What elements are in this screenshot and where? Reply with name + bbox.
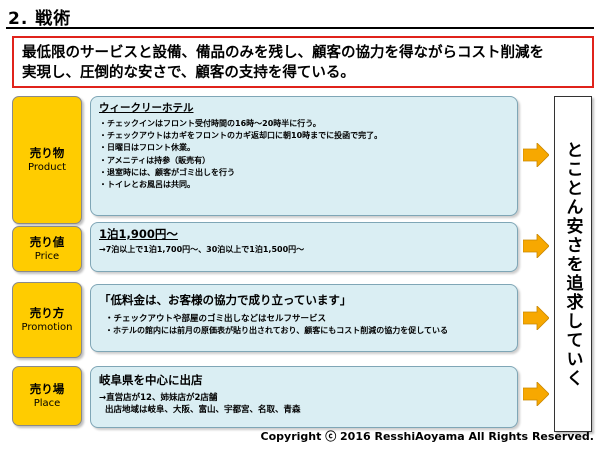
product-line-6: ・トイレとお風呂は共同。 — [99, 180, 195, 190]
label-product: 売り物 Product — [12, 96, 82, 224]
page-title: 2. 戦術 — [8, 9, 72, 29]
place-title: 岐阜県を中心に出店 — [99, 373, 203, 387]
label-promotion-jp: 売り方 — [29, 305, 65, 320]
summary-line-1: 最低限のサービスと設備、備品のみを残し、顧客の協力を得ながらコスト削減を — [22, 45, 544, 61]
conclusion-box: とことん安さを追求していく — [554, 96, 592, 432]
label-place-jp: 売り場 — [29, 381, 65, 396]
label-place: 売り場 Place — [12, 366, 82, 426]
summary-box: 最低限のサービスと設備、備品のみを残し、顧客の協力を得ながらコスト削減を 実現し… — [12, 36, 594, 88]
conclusion-text: とことん安さを追求していく — [562, 140, 583, 388]
content-product: ウィークリーホテル ・チェックインはフロント受付時間の16時～20時半に行う。 … — [90, 96, 518, 216]
arrow-right-icon — [523, 382, 549, 406]
product-line-2: ・チェックアウトはカギをフロントのカギ返却口に朝10時までに投函で完了。 — [99, 131, 383, 141]
label-product-en: Product — [28, 161, 66, 173]
price-line-1: →7泊以上で1泊1,700円～、30泊以上で1泊1,500円～ — [99, 245, 305, 254]
title-divider — [6, 27, 594, 29]
summary-line-2: 実現し、圧倒的な安さで、顧客の支持を得ている。 — [22, 65, 355, 81]
product-line-3: ・日曜日はフロント休業。 — [99, 143, 195, 153]
label-price: 売り値 Price — [12, 226, 82, 272]
content-promotion: 「低料金は、お客様の協力で成り立っています」 ・チェックアウトや部屋のゴミ出しな… — [90, 284, 518, 352]
product-line-1: ・チェックインはフロント受付時間の16時～20時半に行う。 — [99, 119, 321, 128]
place-line-1: →直営店が12、姉妹店が2店舗 — [99, 393, 218, 403]
arrow-right-icon — [523, 143, 549, 167]
label-promotion-en: Promotion — [21, 321, 73, 333]
product-title: ウィークリーホテル — [99, 102, 194, 114]
promotion-line-2: ・ホテルの館内には前月の原価表が貼り出されており、顧客にもコスト削減の協力を促し… — [105, 326, 448, 336]
content-place: 岐阜県を中心に出店 →直営店が12、姉妹店が2店舗 出店地域は岐阜、大阪、富山、… — [90, 366, 518, 428]
label-price-en: Price — [34, 250, 60, 262]
label-product-jp: 売り物 — [29, 145, 65, 160]
promotion-title: 「低料金は、お客様の協力で成り立っています」 — [99, 293, 352, 307]
promotion-line-1: ・チェックアウトや部屋のゴミ出しなどはセルフサービス — [105, 314, 327, 324]
product-line-5: ・退室時には、顧客がゴミ出しを行う — [99, 167, 235, 177]
label-price-jp: 売り値 — [29, 234, 65, 249]
price-title: 1泊1,900円～ — [99, 227, 178, 241]
place-line-2: 出店地域は岐阜、大阪、富山、宇都宮、名取、青森 — [105, 405, 301, 416]
label-place-en: Place — [33, 397, 61, 409]
arrow-right-icon — [523, 306, 549, 330]
product-line-4: ・アメニティは持参（販売有） — [99, 155, 211, 165]
copyright-notice: Copyright ⓒ 2016 ResshiAoyama All Rights… — [260, 430, 594, 443]
content-price: 1泊1,900円～ →7泊以上で1泊1,700円～、30泊以上で1泊1,500円… — [90, 222, 518, 272]
arrow-right-icon — [523, 234, 549, 258]
label-promotion: 売り方 Promotion — [12, 282, 82, 358]
